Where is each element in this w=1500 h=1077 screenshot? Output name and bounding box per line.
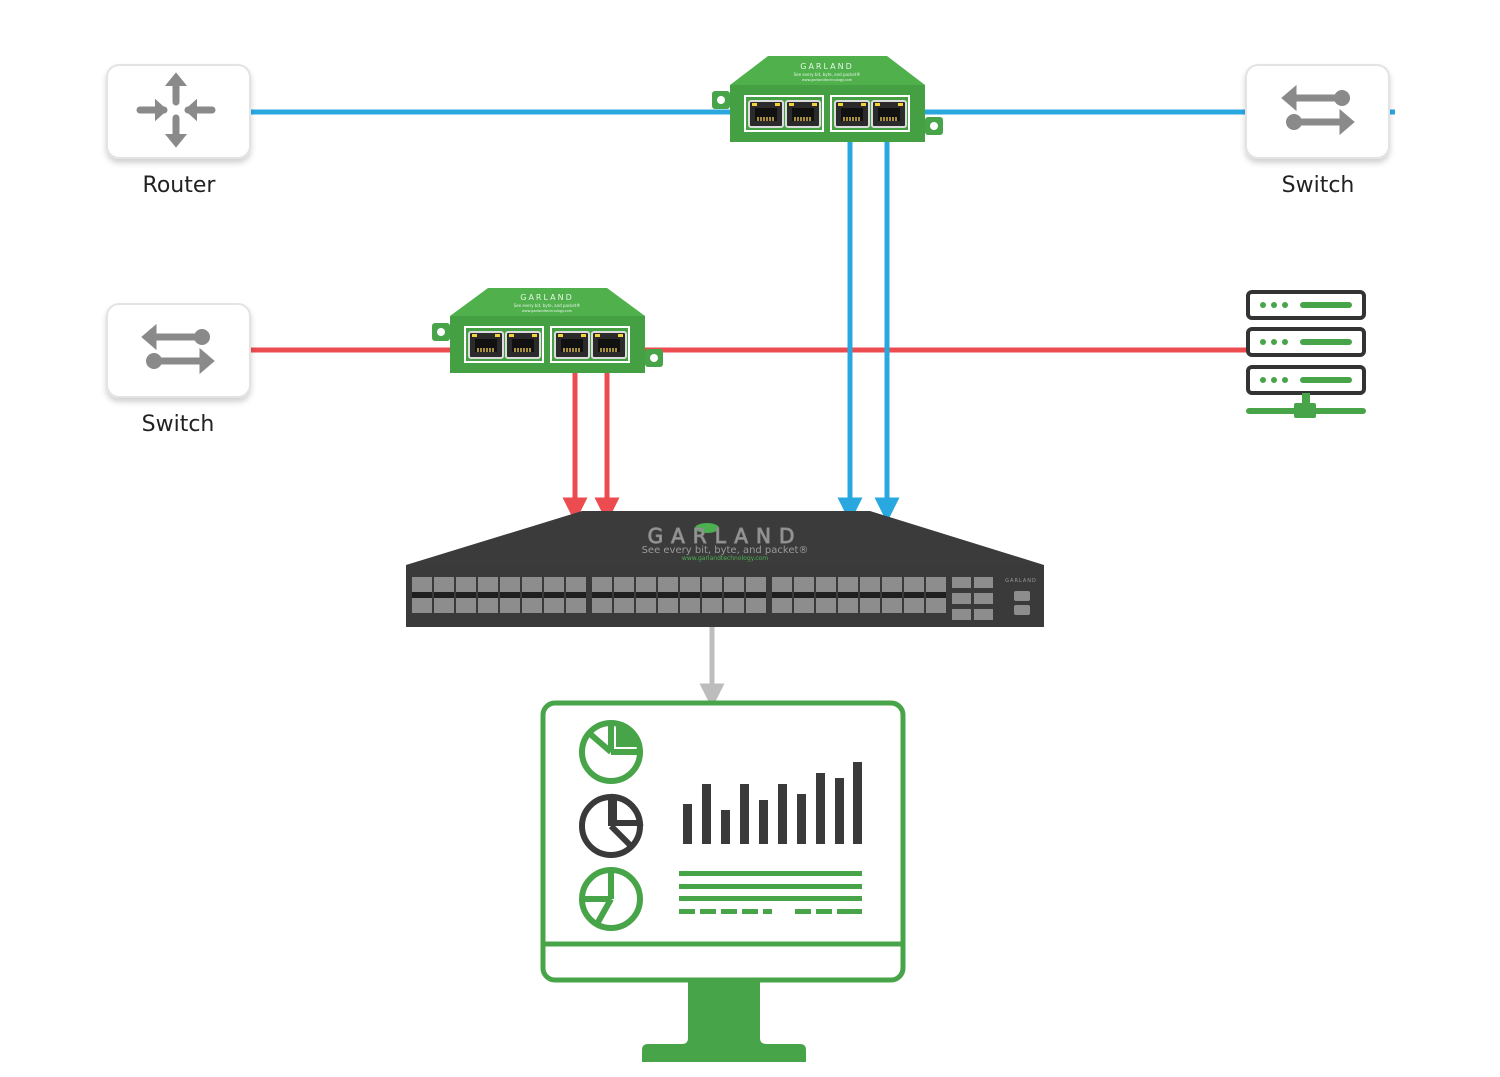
tap-top-tagline: See every bit, byte, and packet® bbox=[794, 72, 861, 77]
monitoring-dashboard-icon bbox=[540, 700, 906, 1062]
pie-chart-icon bbox=[579, 867, 643, 931]
switch-left-node: Switch bbox=[106, 303, 251, 437]
tap-left-ports bbox=[464, 326, 630, 363]
pie-chart-icon bbox=[579, 793, 644, 858]
pie-chart-icon bbox=[579, 720, 643, 784]
switch-left-card bbox=[106, 303, 251, 398]
switch-left-label: Switch bbox=[142, 412, 215, 437]
switch-top-card bbox=[1245, 64, 1390, 159]
network-tap-left: GARLAND See every bit, byte, and packet®… bbox=[432, 288, 663, 373]
tap-left-tagline: See every bit, byte, and packet® bbox=[514, 303, 581, 308]
tap-top-brand: GARLAND bbox=[800, 62, 854, 71]
router-node: Router bbox=[106, 64, 251, 198]
router-icon bbox=[136, 72, 216, 148]
tap-top-ports bbox=[744, 95, 910, 132]
text-lines-icon bbox=[679, 871, 862, 914]
broker-url: www.garlandtechnology.com bbox=[682, 555, 768, 562]
tap-left-url: www.garlandtechnology.com bbox=[522, 309, 573, 313]
garland-logo-icon bbox=[695, 523, 719, 533]
switch-icon bbox=[1281, 84, 1355, 136]
broker-side-brand: GARLAND bbox=[1005, 578, 1037, 584]
tap-left-brand: GARLAND bbox=[520, 293, 574, 302]
network-tap-top: GARLAND See every bit, byte, and packet®… bbox=[712, 56, 943, 142]
router-card bbox=[106, 64, 251, 159]
links bbox=[250, 109, 1395, 709]
switch-icon bbox=[141, 323, 215, 375]
router-label: Router bbox=[143, 173, 217, 198]
server-stack-icon bbox=[1246, 290, 1366, 418]
bar-chart-icon bbox=[683, 762, 862, 844]
packet-broker: GARLAND See every bit, byte, and packet®… bbox=[406, 511, 1044, 627]
broker-brand: GARLAND bbox=[648, 524, 803, 548]
switch-top-node: Switch bbox=[1245, 64, 1390, 198]
switch-top-label: Switch bbox=[1282, 173, 1355, 198]
broker-tagline: See every bit, byte, and packet® bbox=[642, 545, 809, 556]
broker-sfp-ports bbox=[412, 577, 1030, 620]
tap-top-url: www.garlandtechnology.com bbox=[802, 78, 853, 82]
